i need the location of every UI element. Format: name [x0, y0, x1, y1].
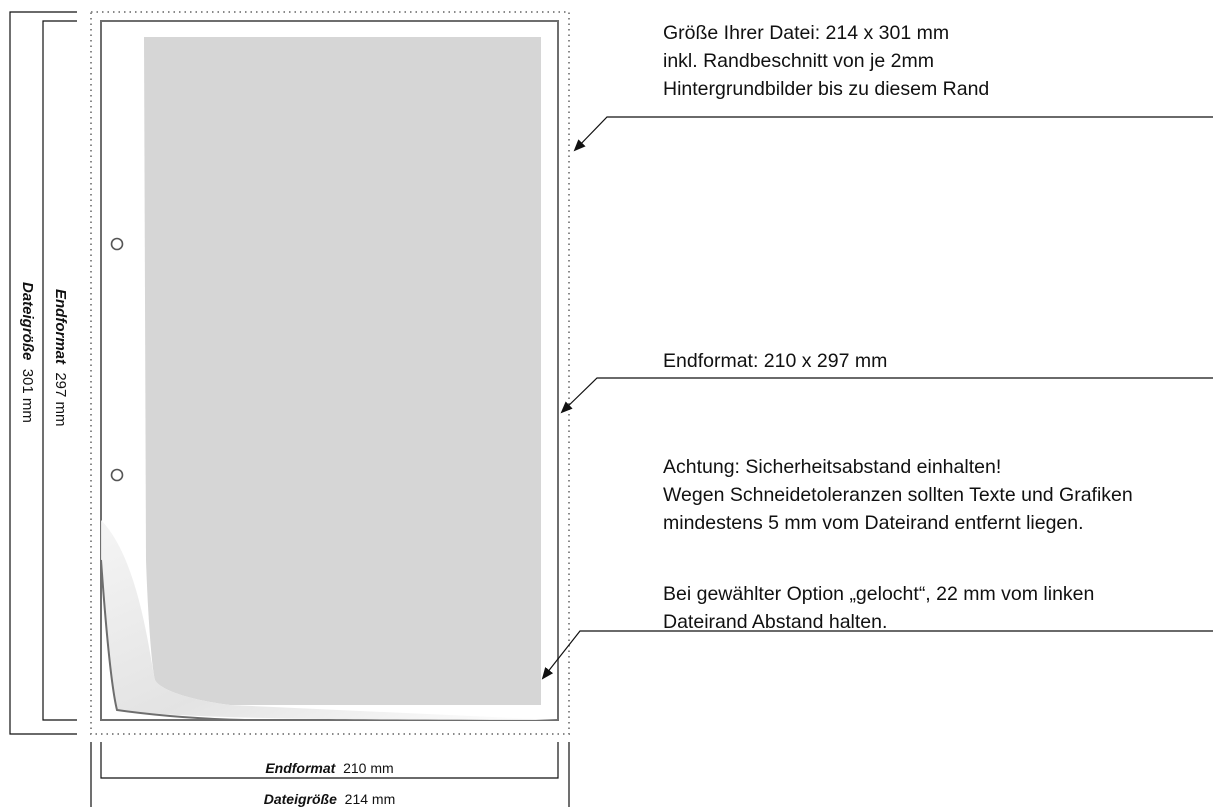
final-width-title: Endformat: [265, 760, 336, 776]
leader-file-size: [573, 116, 1213, 152]
safety-line-2: Wegen Schneidetoleranzen sollten Texte u…: [663, 484, 1133, 506]
final-width-bracket: [100, 742, 559, 779]
holes-line-1: Bei gewählter Option „gelocht“, 22 mm vo…: [663, 583, 1095, 605]
final-height-value: 297 mm: [52, 372, 69, 427]
final-height-label: Endformat 297 mm: [52, 289, 69, 427]
file-width-bracket: [90, 742, 570, 807]
holes-note: Bei gewählter Option „gelocht“, 22 mm vo…: [663, 580, 1094, 636]
final-width-label: Endformat 210 mm: [101, 760, 558, 776]
file-height-title: Dateigröße: [19, 282, 36, 361]
safety-line-3: mindestens 5 mm vom Dateirand entfernt l…: [663, 512, 1084, 534]
file-height-label: Dateigröße 301 mm: [19, 282, 36, 423]
safe-area: [144, 37, 541, 705]
safety-note: Achtung: Sicherheitsabstand einhalten! W…: [663, 453, 1133, 537]
final-height-title: Endformat: [52, 289, 69, 364]
final-format-note: Endformat: 210 x 297 mm: [663, 347, 887, 375]
file-height-value: 301 mm: [19, 368, 36, 423]
final-height-bracket: [42, 20, 77, 721]
file-width-title: Dateigröße: [263, 791, 337, 807]
page-curl-edge: [100, 559, 246, 721]
file-size-line-1: Größe Ihrer Datei: 214 x 301 mm: [663, 22, 950, 44]
punch-hole-top: [110, 237, 124, 251]
leader-safety: [541, 630, 1213, 680]
file-size-line-3: Hintergrundbilder bis zu diesem Rand: [663, 78, 990, 100]
page-curl: [101, 520, 558, 720]
file-width-value: 214 mm: [344, 791, 396, 807]
punch-hole-bottom: [110, 468, 124, 482]
safety-line-1: Achtung: Sicherheitsabstand einhalten!: [663, 456, 1002, 478]
file-size-note: Größe Ihrer Datei: 214 x 301 mm inkl. Ra…: [663, 19, 989, 103]
file-size-line-2: inkl. Randbeschnitt von je 2mm: [663, 50, 934, 72]
file-height-bracket: [9, 11, 77, 735]
file-width-label: Dateigröße 214 mm: [101, 791, 558, 807]
holes-line-2: Dateirand Abstand halten.: [663, 611, 888, 633]
leader-final-format: [560, 377, 1213, 414]
final-width-value: 210 mm: [343, 760, 394, 776]
final-format-line-1: Endformat: 210 x 297 mm: [663, 350, 888, 372]
